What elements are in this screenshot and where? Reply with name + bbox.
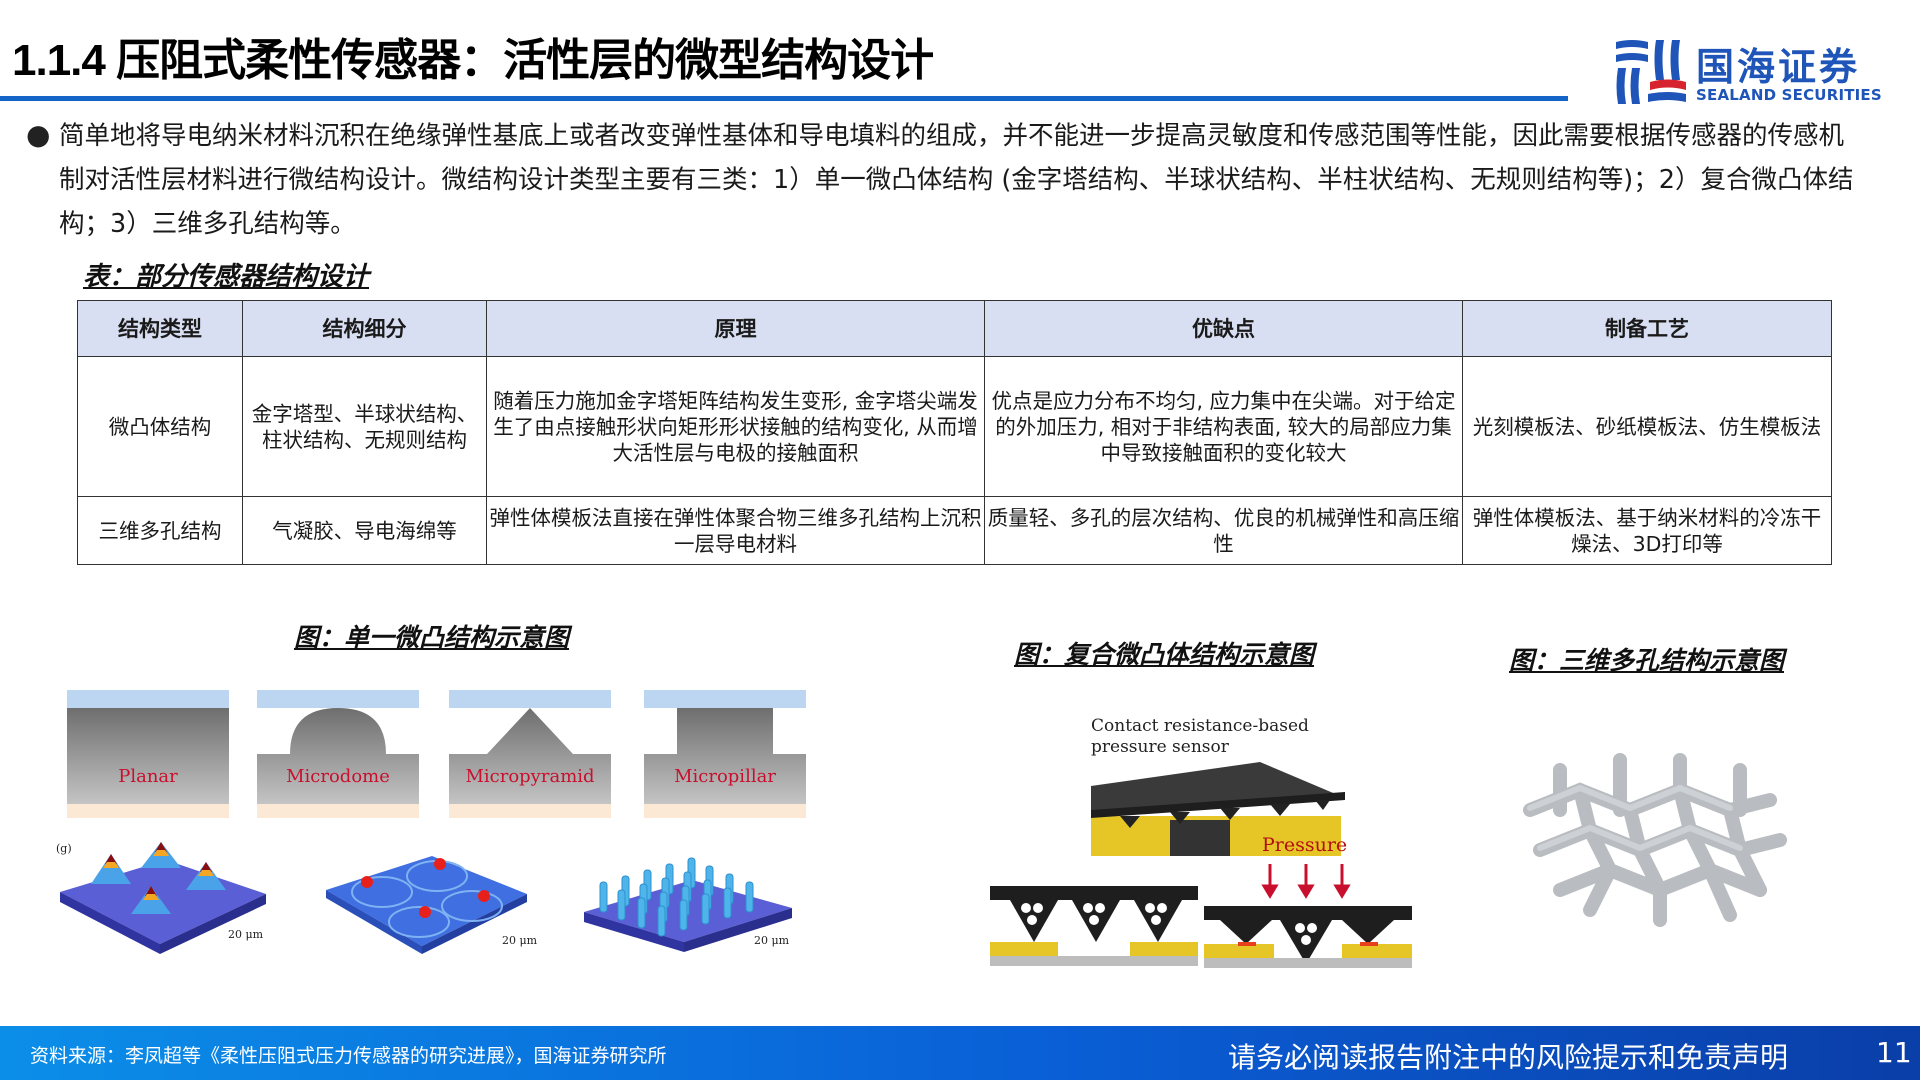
sealand-logo-icon — [1616, 40, 1686, 104]
table-cell: 质量轻、多孔的层次结构、优良的机械弹性和高压缩性 — [984, 496, 1463, 565]
scale-bar-label: 20 μm — [754, 934, 790, 947]
micropyramid-label: Micropyramid — [465, 766, 595, 787]
composite-structure-image: Contact resistance-based pressure sensor… — [980, 716, 1414, 970]
table-cell: 光刻模板法、砂纸模板法、仿生模板法 — [1462, 356, 1832, 497]
table-cell: 金字塔型、半球状结构、柱状结构、无规则结构 — [242, 356, 487, 497]
title-divider — [0, 96, 1568, 101]
intro-paragraph: 简单地将导电纳米材料沉积在绝缘弹性基底上或者改变弹性基体和导电填料的组成，并不能… — [59, 121, 1854, 239]
porous-structure-image — [1500, 730, 1800, 940]
figure-caption-composite: 图：复合微凸体结构示意图 — [1014, 640, 1315, 669]
panel-tag: (g) — [56, 842, 72, 855]
scale-bar-label: 20 μm — [228, 928, 264, 941]
footer-bar — [0, 1026, 1920, 1080]
column-header: 原理 — [486, 300, 985, 357]
structure-design-table: 结构类型 结构细分 原理 优缺点 制备工艺 微凸体结构 金字塔型、半球状结构、柱… — [77, 300, 1832, 565]
table-cell: 气凝胶、导电海绵等 — [242, 496, 487, 565]
table-cell: 弹性体模板法直接在弹性体聚合物三维多孔结构上沉积一层导电材料 — [486, 496, 985, 565]
table-cell: 微凸体结构 — [77, 356, 243, 497]
scale-bar-label: 20 μm — [502, 934, 538, 947]
company-logo: 国海证券 SEALAND SECURITIES — [1612, 36, 1882, 106]
table-caption: 表：部分传感器结构设计 — [83, 262, 370, 292]
planar-label: Planar — [118, 766, 178, 787]
pressure-label: Pressure — [1262, 834, 1348, 856]
logo-english-name: SEALAND SECURITIES — [1696, 86, 1882, 104]
table-header-row: 结构类型 结构细分 原理 优缺点 制备工艺 — [77, 300, 1832, 357]
dome-simulation-image: 20 μm — [322, 842, 552, 957]
bullet-icon: ● — [26, 118, 51, 151]
column-header: 结构细分 — [242, 300, 487, 357]
logo-chinese-name: 国海证券 — [1696, 45, 1861, 89]
table-row: 微凸体结构 金字塔型、半球状结构、柱状结构、无规则结构 随着压力施加金字塔矩阵结… — [77, 356, 1832, 497]
table-cell: 三维多孔结构 — [77, 496, 243, 565]
microdome-diagram: Microdome — [257, 690, 419, 818]
pyramid-simulation-image: (g) 20 μm — [56, 842, 276, 957]
page-number: 11 — [1876, 1036, 1912, 1069]
table-cell: 优点是应力分布不均匀, 应力集中在尖端。对于给定的外加压力, 相对于非结构表面,… — [984, 356, 1463, 497]
source-note: 资料来源：李凤超等《柔性压阻式压力传感器的研究进展》，国海证券研究所 — [30, 1045, 667, 1067]
micropyramid-diagram: Micropyramid — [449, 690, 611, 818]
table-row: 三维多孔结构 气凝胶、导电海绵等 弹性体模板法直接在弹性体聚合物三维多孔结构上沉… — [77, 496, 1832, 565]
column-header: 制备工艺 — [1462, 300, 1832, 357]
planar-diagram: Planar — [67, 690, 229, 818]
column-header: 结构类型 — [77, 300, 243, 357]
figure-caption-single: 图：单一微凸结构示意图 — [294, 623, 570, 652]
pillar-simulation-image: 20 μm — [582, 842, 802, 957]
column-header: 优缺点 — [984, 300, 1463, 357]
page-title: 1.1.4 压阻式柔性传感器：活性层的微型结构设计 — [12, 36, 934, 85]
disclaimer-text: 请务必阅读报告附注中的风险提示和免责声明 — [1228, 1041, 1789, 1074]
composite-title-line2: pressure sensor — [1091, 737, 1229, 757]
microdome-label: Microdome — [286, 766, 390, 787]
table-cell: 弹性体模板法、基于纳米材料的冷冻干燥法、3D打印等 — [1462, 496, 1832, 565]
micropillar-label: Micropillar — [674, 766, 776, 787]
figure-caption-porous: 图：三维多孔结构示意图 — [1509, 646, 1785, 675]
micropillar-diagram: Micropillar — [644, 690, 806, 818]
table-cell: 随着压力施加金字塔矩阵结构发生变形, 金字塔尖端发生了由点接触形状向矩形形状接触… — [486, 356, 985, 497]
composite-title-line1: Contact resistance-based — [1091, 716, 1309, 736]
